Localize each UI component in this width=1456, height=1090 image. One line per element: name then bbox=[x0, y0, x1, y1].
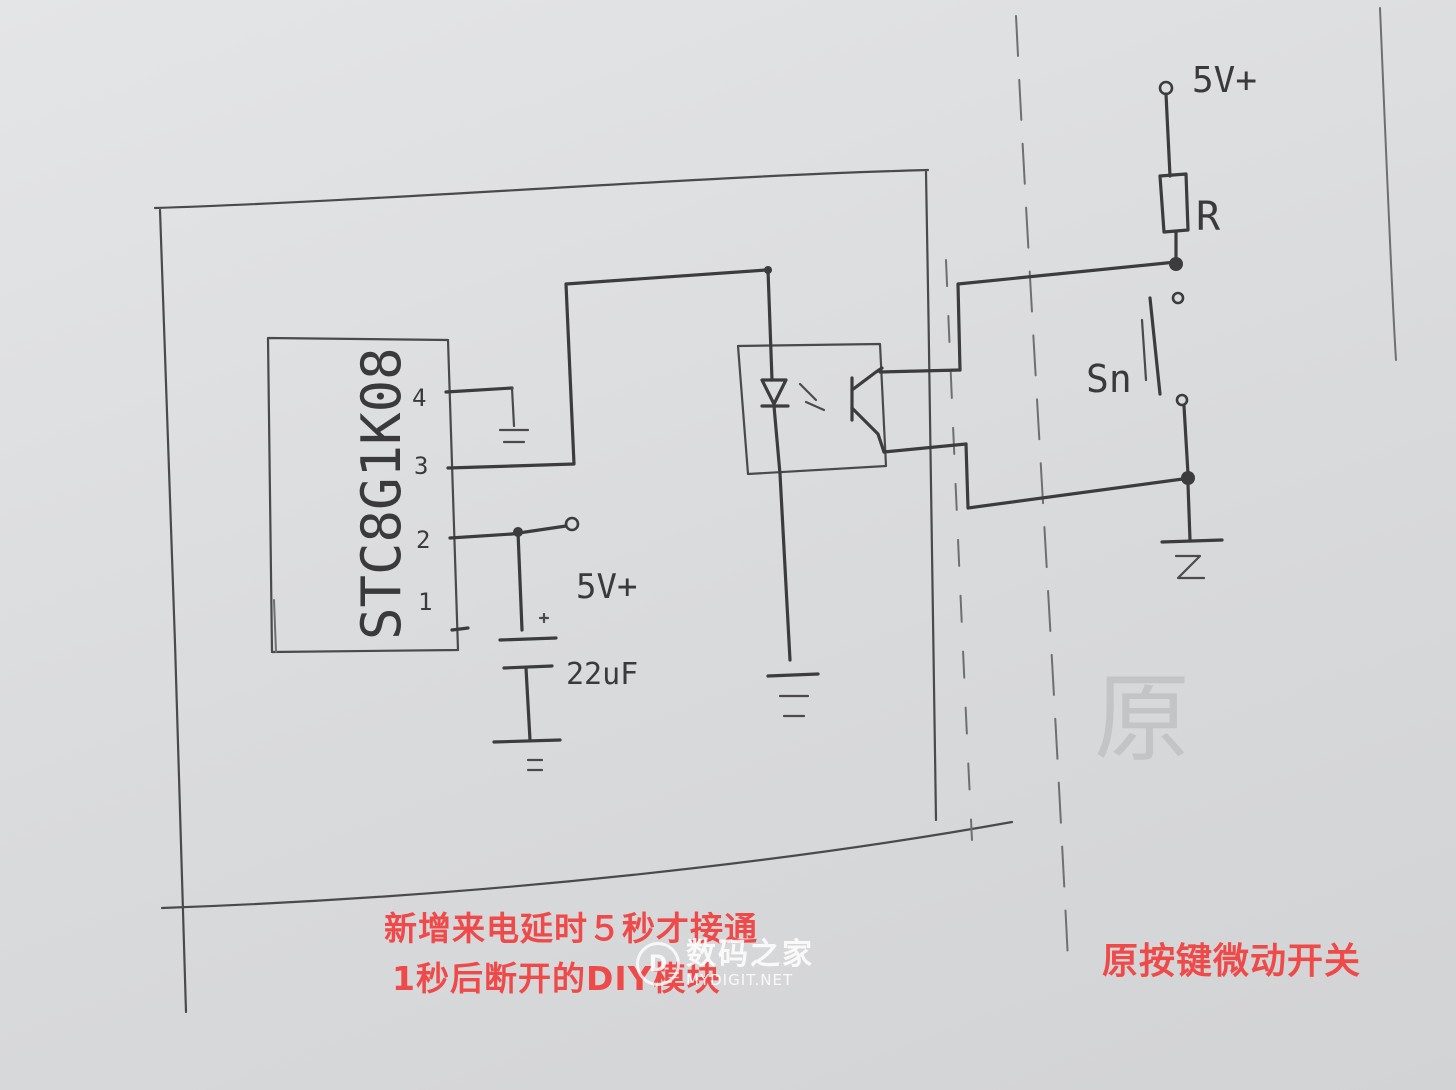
capacitor-label: 22uF bbox=[566, 657, 638, 692]
watermark-logo-icon: D bbox=[636, 942, 680, 986]
caption-module-line1: 新增来电延时５秒才接通 bbox=[384, 909, 758, 948]
faint-character: 原 bbox=[1094, 663, 1190, 775]
paper-fold-lines bbox=[945, 7, 1397, 961]
caption-original-switch: 原按键微动开关 bbox=[1102, 941, 1362, 982]
resistor bbox=[1158, 92, 1190, 264]
pin4-ground bbox=[498, 386, 530, 444]
vcc-terminal bbox=[1158, 80, 1174, 96]
pin-4-label: 4 bbox=[412, 384, 426, 412]
watermark-en: MYDIGIT.NET bbox=[686, 971, 794, 989]
right-ground bbox=[1160, 482, 1224, 580]
watermark-cn: 数码之家 bbox=[686, 937, 814, 972]
watermark: D 数码之家 MYDIGIT.NET bbox=[636, 940, 814, 988]
switch-label: Sn bbox=[1086, 357, 1132, 401]
junction-dot-bottom bbox=[1181, 471, 1195, 485]
pin-3-label: 3 bbox=[414, 452, 428, 480]
module-board-outline bbox=[153, 168, 1014, 1014]
junction-dot-top bbox=[1169, 257, 1183, 271]
mcu-chip bbox=[266, 336, 460, 654]
pin-1-label: 1 bbox=[418, 588, 432, 616]
vcc-label-right: 5V+ bbox=[1192, 60, 1257, 101]
opto-ground bbox=[766, 672, 820, 718]
pin-leads bbox=[444, 386, 514, 632]
mcu-chip-label: STC8G1K08 bbox=[350, 347, 413, 640]
signal-wire bbox=[510, 268, 768, 468]
switch-connection-wires bbox=[956, 260, 1192, 510]
push-switch bbox=[1140, 291, 1190, 476]
capacitor bbox=[492, 612, 562, 772]
watermark-text: 数码之家 MYDIGIT.NET bbox=[686, 940, 814, 988]
vcc-label-left: 5V+ bbox=[576, 567, 637, 607]
resistor-label: R bbox=[1196, 194, 1221, 240]
vcc-node bbox=[510, 516, 580, 632]
optocoupler bbox=[736, 268, 968, 662]
pin-2-label: 2 bbox=[416, 526, 430, 554]
